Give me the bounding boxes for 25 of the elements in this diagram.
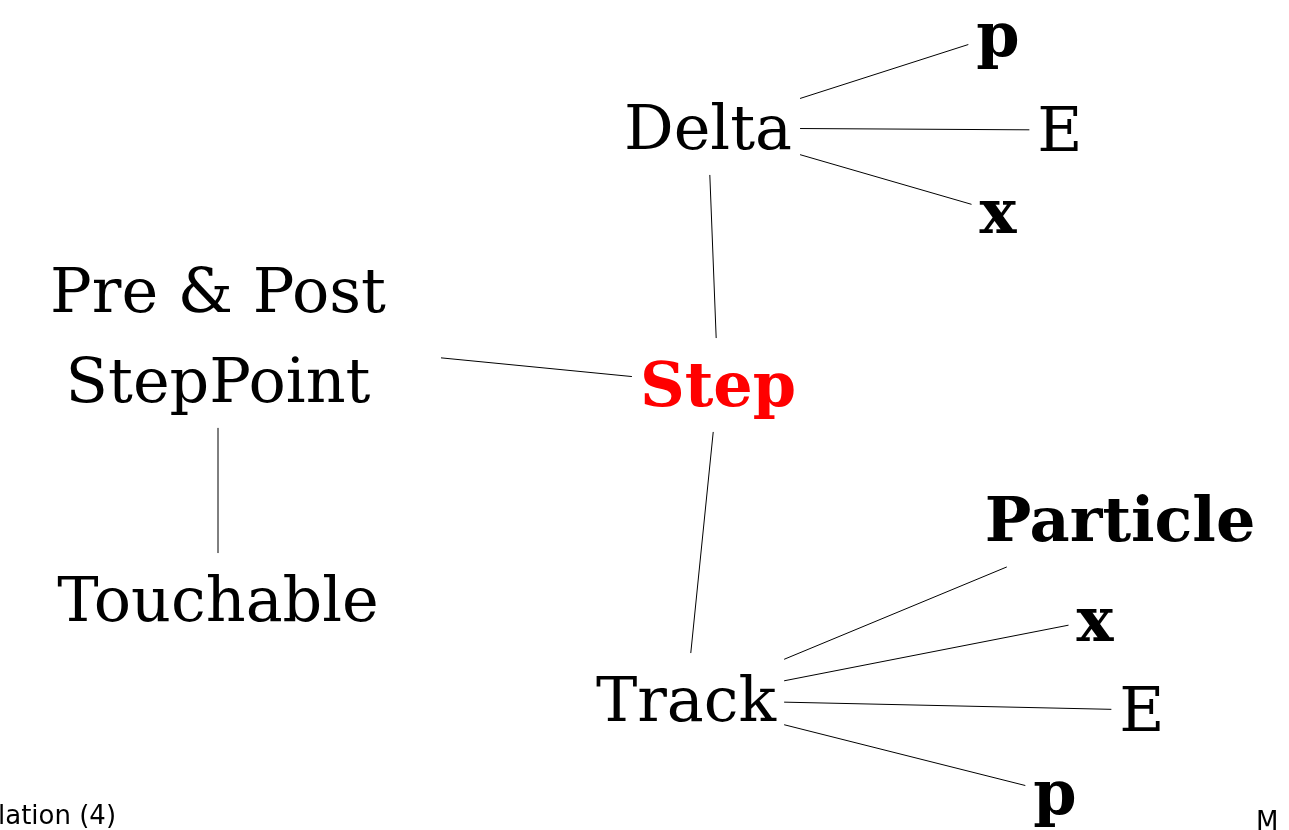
node-label: x <box>979 167 1017 257</box>
connector-line <box>783 701 1112 710</box>
connector-line <box>799 128 1030 131</box>
connector-line <box>783 566 1008 660</box>
connector-line <box>783 724 1026 786</box>
connector-line <box>690 431 714 654</box>
node-label: Touchable <box>57 555 379 645</box>
node-label: Track <box>595 655 777 745</box>
node-label: p <box>1033 748 1077 830</box>
connector-line <box>783 624 1069 682</box>
node-label: Particle <box>984 475 1256 565</box>
node-label: E <box>1037 85 1083 175</box>
connector-line <box>799 44 969 99</box>
node-label: Step <box>639 340 797 430</box>
node-label: x <box>1076 575 1114 665</box>
node-label: p <box>976 0 1020 80</box>
node-label: Pre & Post StepPoint <box>3 246 433 426</box>
connector-line <box>440 357 633 378</box>
node-label: Delta <box>623 83 793 173</box>
connector-line <box>217 427 219 554</box>
connector-line <box>709 174 717 339</box>
node-label: E <box>1119 665 1165 755</box>
footer-text: lation (4) <box>0 800 117 830</box>
footer-text: M <box>1256 806 1279 830</box>
connector-line <box>799 154 972 205</box>
